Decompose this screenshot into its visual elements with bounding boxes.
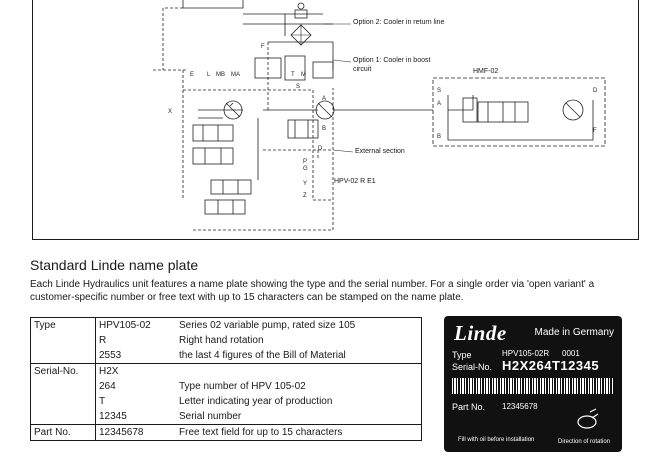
- table-row: Part No. 12345678 Free text field for up…: [30, 424, 422, 441]
- row-desc: Series 02 variable pump, rated size 105: [176, 317, 422, 333]
- barcode: [452, 378, 614, 394]
- option1-label: Option 1: Cooler in boost circuit: [353, 56, 430, 74]
- external-section-label: External section: [355, 148, 405, 155]
- svg-text:E: E: [190, 72, 194, 78]
- type-label: Type: [452, 350, 472, 360]
- part-value: 12345678: [502, 402, 538, 411]
- svg-text:MA: MA: [231, 72, 240, 78]
- svg-text:F: F: [261, 44, 265, 50]
- direction-note: Direction of rotation: [558, 439, 611, 445]
- option2-label: Option 2: Cooler in return line: [353, 19, 445, 26]
- table-row: 264 Type number of HPV 105-02: [31, 379, 422, 394]
- serial-value: H2X264T12345: [502, 358, 600, 373]
- row-desc: [176, 363, 422, 379]
- svg-text:X: X: [168, 109, 172, 115]
- svg-text:D: D: [593, 88, 598, 94]
- table-row: 2553 the last 4 figures of the Bill of M…: [31, 348, 422, 364]
- svg-text:P: P: [303, 159, 307, 165]
- serial-label: Serial-No.: [452, 362, 493, 372]
- table-row: R Right hand rotation: [31, 333, 422, 348]
- svg-text:MB: MB: [216, 72, 225, 78]
- row-code: H2X: [95, 363, 176, 379]
- row-code: 264: [95, 379, 176, 394]
- svg-text:F: F: [593, 128, 597, 134]
- hpv-label: HPV-02 R E1: [334, 178, 376, 185]
- row-key: Part No.: [30, 424, 96, 441]
- svg-text:B: B: [437, 134, 441, 140]
- row-code: 12345678: [95, 424, 176, 441]
- svg-text:Z: Z: [303, 193, 307, 199]
- fill-note: Fill with oil before installation: [458, 437, 535, 443]
- svg-text:A: A: [322, 96, 326, 102]
- section-title: Standard Linde name plate: [30, 257, 199, 273]
- type-suffix: 0001: [562, 349, 580, 358]
- svg-text:G: G: [303, 166, 308, 172]
- svg-text:A: A: [437, 101, 441, 107]
- svg-text:Y: Y: [303, 181, 307, 187]
- option1-label-line2: circuit: [353, 66, 372, 73]
- row-desc: Free text field for up to 15 characters: [176, 424, 422, 441]
- option1-label-line1: Option 1: Cooler in boost: [353, 57, 431, 64]
- row-code: HPV105-02: [95, 317, 176, 333]
- svg-text:S: S: [296, 84, 300, 90]
- row-code: 12345: [95, 409, 176, 425]
- row-key: Type: [30, 317, 96, 364]
- row-desc: Serial number: [176, 409, 422, 425]
- row-desc: the last 4 figures of the Bill of Materi…: [176, 348, 422, 364]
- table-row: Type HPV105-02 Series 02 variable pump, …: [30, 317, 422, 364]
- row-key: Serial-No.: [30, 363, 96, 425]
- svg-text:S: S: [437, 88, 441, 94]
- section-intro: Each Linde Hydraulics unit features a na…: [30, 279, 595, 303]
- row-desc: Type number of HPV 105-02: [176, 379, 422, 394]
- table-row: Serial-No. H2X: [30, 363, 422, 425]
- svg-text:L: L: [207, 72, 211, 78]
- linde-logo: Linde: [454, 321, 507, 345]
- hmf-label: HMF-02: [473, 68, 499, 75]
- row-code: T: [95, 394, 176, 409]
- table-row: T Letter indicating year of production: [31, 394, 422, 409]
- type-value: HPV105-02R: [502, 349, 550, 358]
- rotation-arrow-icon: [577, 408, 599, 429]
- part-label: Part No.: [452, 402, 486, 412]
- svg-text:T: T: [291, 72, 295, 78]
- row-code: 2553: [95, 348, 176, 364]
- svg-text:D: D: [318, 146, 323, 152]
- row-desc: Letter indicating year of production: [176, 394, 422, 409]
- made-in-label: Made in Germany: [534, 327, 614, 338]
- row-desc: Right hand rotation: [176, 333, 422, 348]
- name-plate-table: Type HPV105-02 Series 02 variable pump, …: [30, 317, 422, 441]
- svg-text:M: M: [301, 72, 306, 78]
- linde-name-plate: Linde Made in Germany Type HPV105-02R 00…: [444, 316, 622, 452]
- svg-text:B: B: [322, 126, 326, 132]
- row-code: R: [95, 333, 176, 348]
